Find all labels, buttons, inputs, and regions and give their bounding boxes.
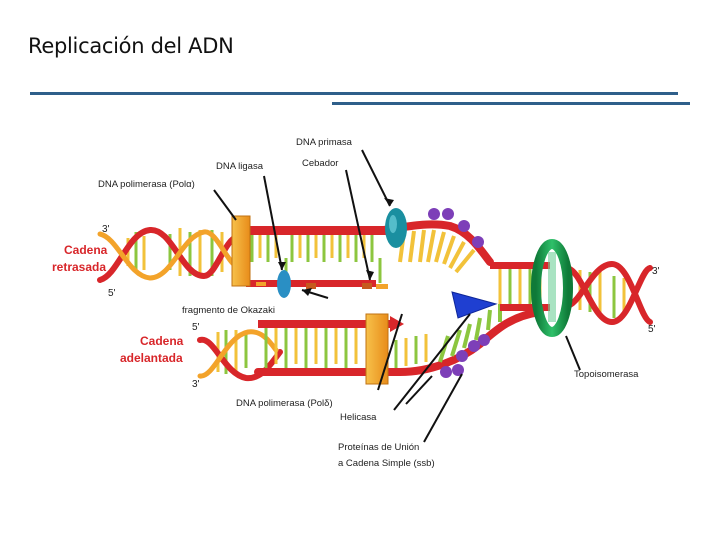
leading-new-strand — [254, 304, 544, 376]
topoisomerase — [531, 239, 573, 337]
lagging-strand-helix — [97, 227, 241, 283]
leader-lines — [213, 149, 581, 443]
okazaki-strand — [246, 258, 388, 289]
leading-template-bases — [438, 304, 502, 363]
label-dna-primasa: DNA primasa — [296, 137, 353, 148]
title-underline-right — [332, 102, 690, 105]
end-label-right-5: 5' — [648, 324, 656, 335]
dna-polymerase-delta — [365, 313, 389, 385]
end-label-lead-5: 5' — [192, 322, 200, 333]
label-helicasa: Helicasa — [340, 412, 377, 423]
end-label-lead-3: 3' — [192, 379, 200, 390]
label-cadena-adelantada-line2: adelantada — [120, 351, 183, 365]
label-proteinas-line2: a Cadena Simple (ssb) — [338, 458, 435, 469]
parental-duplex — [490, 260, 653, 326]
label-dna-polimerasa-alpha: DNA polimerasa (Polα) — [98, 179, 195, 190]
leader-arrowheads — [278, 198, 394, 296]
slide-title: Replicación del ADN — [28, 34, 234, 58]
dna-primase — [385, 208, 407, 248]
dna-ligase — [277, 270, 291, 298]
label-cadena-retrasada-line1: Cadena — [64, 243, 108, 257]
label-cadena-retrasada-line2: retrasada — [52, 260, 106, 274]
end-label-lag-3: 3' — [102, 224, 110, 235]
label-dna-polimerasa-delta: DNA polimerasa (Polδ) — [236, 398, 333, 409]
label-cebador: Cebador — [302, 158, 338, 169]
label-fragmento-okazaki: fragmento de Okazaki — [182, 305, 275, 316]
end-label-lag-5: 5' — [108, 288, 116, 299]
end-label-right-3: 3' — [652, 266, 660, 277]
lagging-upper-rungs — [242, 235, 374, 262]
leading-strand-helix — [197, 329, 283, 382]
dna-polymerase-alpha — [231, 215, 251, 287]
title-underline-left — [30, 92, 678, 95]
helicase — [451, 291, 498, 319]
label-cadena-adelantada-line1: Cadena — [140, 334, 184, 348]
label-dna-ligasa: DNA ligasa — [216, 161, 264, 172]
ssb-proteins — [428, 208, 490, 378]
label-topoisomerasa: Topoisomerasa — [574, 369, 639, 380]
leading-rungs — [264, 328, 428, 368]
label-proteinas-line1: Proteínas de Unión — [338, 442, 419, 453]
